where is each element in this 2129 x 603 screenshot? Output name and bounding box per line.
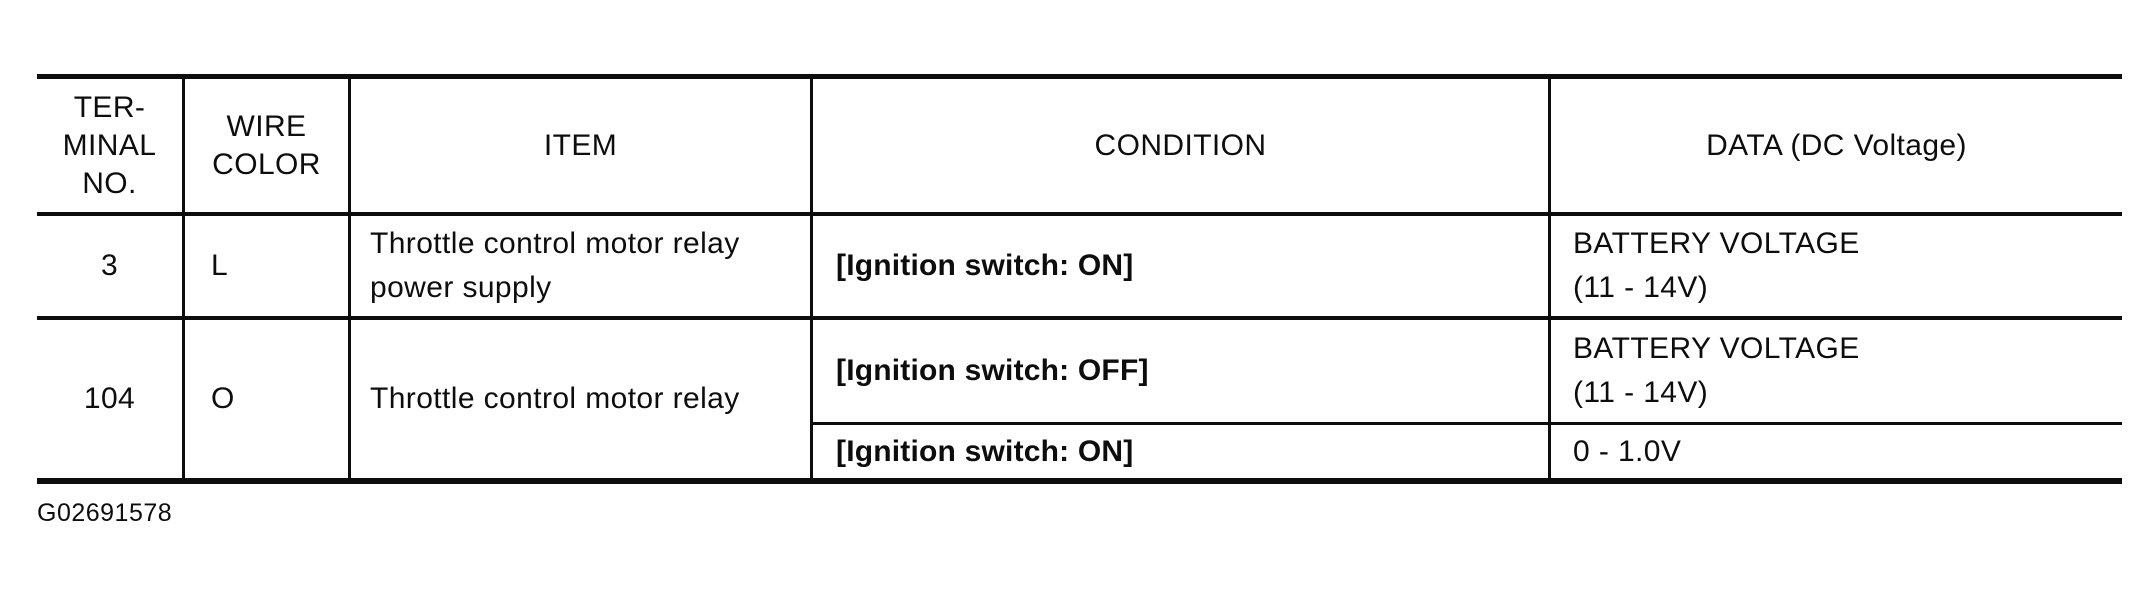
table-row: 104 O Throttle control motor relay [Igni… bbox=[37, 320, 2122, 478]
condition-cell: [Ignition switch: ON] bbox=[836, 434, 1134, 468]
item-cell: Throttle control motor relay bbox=[348, 320, 810, 478]
header-condition: CONDITION bbox=[810, 79, 1548, 212]
data-cell: BATTERY VOLTAGE (11 - 14V) bbox=[1551, 320, 2122, 425]
header-wire-color: WIRE COLOR bbox=[182, 79, 348, 212]
figure-id: G02691578 bbox=[37, 499, 173, 527]
condition-cell: [Ignition switch: OFF] bbox=[813, 320, 1548, 425]
wire-color-cell: L bbox=[182, 216, 348, 316]
table-row: 3 L Throttle control motor relay power s… bbox=[37, 216, 2122, 320]
data-cell: BATTERY VOLTAGE (11 - 14V) bbox=[1548, 216, 2122, 316]
table-header-row: TER- MINAL NO. WIRE COLOR ITEM CONDITION… bbox=[37, 79, 2122, 216]
condition-cell: [Ignition switch: ON] bbox=[810, 216, 1548, 316]
data-cell: 0 - 1.0V bbox=[1573, 434, 1682, 468]
terminal-no-cell: 3 bbox=[100, 249, 119, 282]
wire-color-cell: O bbox=[182, 320, 348, 478]
header-item: ITEM bbox=[348, 79, 810, 212]
condition-cell-group: [Ignition switch: OFF] [Ignition switch:… bbox=[810, 320, 1548, 478]
terminal-voltage-table: TER- MINAL NO. WIRE COLOR ITEM CONDITION… bbox=[37, 74, 2122, 484]
terminal-no-cell: 104 bbox=[83, 382, 136, 415]
header-terminal-no: TER- MINAL NO. bbox=[62, 90, 157, 200]
data-cell-group: BATTERY VOLTAGE (11 - 14V) 0 - 1.0V bbox=[1548, 320, 2122, 478]
item-cell: Throttle control motor relay power suppl… bbox=[348, 216, 810, 316]
header-data-dc-voltage: DATA (DC Voltage) bbox=[1548, 79, 2122, 212]
